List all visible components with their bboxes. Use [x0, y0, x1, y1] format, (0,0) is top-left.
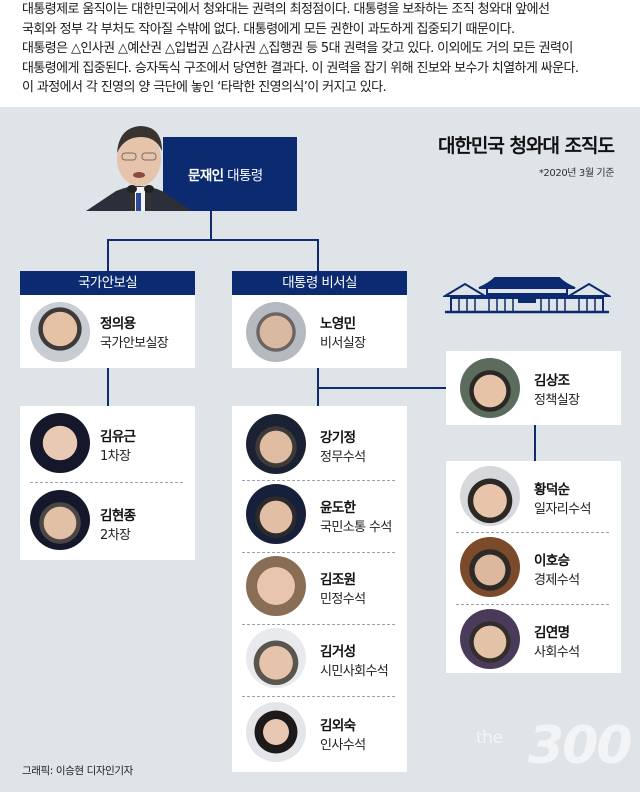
person-role: 시민사회수석 — [320, 664, 389, 679]
connector-line — [534, 425, 536, 461]
person-row: 윤도한 국민소통 수석 — [232, 478, 407, 550]
person-role: 정무수석 — [320, 450, 366, 465]
person-portrait-icon — [460, 609, 520, 669]
person-portrait-icon — [246, 302, 306, 362]
person-role: 정책실장 — [534, 393, 580, 408]
person-row: 김연명 사회수석 — [446, 603, 621, 675]
person-role: 비서실장 — [320, 336, 366, 351]
row-divider — [456, 604, 609, 605]
person-role: 일자리수석 — [534, 502, 591, 517]
intro-line: 국회와 정부 각 부처도 작아질 수밖에 없다. 대통령에게 모든 권한이 과도… — [22, 21, 515, 37]
the300-logo: the 300 — [466, 716, 636, 792]
person-portrait-icon — [30, 302, 90, 362]
person-name: 김현종 — [100, 508, 136, 524]
person-row: 김유근 1차장 — [20, 406, 195, 478]
dept-head-card-policy: 김상조 정책실장 — [446, 351, 621, 425]
person-row: 노영민 비서실장 — [232, 295, 407, 367]
person-row: 김상조 정책실장 — [446, 351, 621, 423]
person-name: 노영민 — [320, 316, 356, 332]
person-row: 김조원 민정수석 — [232, 550, 407, 622]
dept-head-card-chief-of-staff: 노영민 비서실장 — [232, 295, 407, 368]
person-role: 2차장 — [100, 528, 131, 543]
chart-title: 대한민국 청와대 조직도 — [437, 135, 615, 157]
connector-line — [107, 239, 319, 241]
person-role: 국가안보실장 — [100, 336, 169, 351]
intro-line: 이 과정에서 각 진영의 양 극단에 놓인 ‘타락한 진영의식’이 커지고 있다… — [22, 80, 387, 96]
members-card-policy: 황덕순 일자리수석 이호승 경제수석 김연명 사회수석 — [446, 461, 621, 673]
connector-line — [107, 239, 109, 272]
chart-note: *2020년 3월 기준 — [538, 168, 615, 179]
president-label: 문재인 대통령 — [188, 164, 263, 184]
row-divider — [242, 552, 395, 553]
row-divider — [242, 624, 395, 625]
person-role: 국민소통 수석 — [320, 520, 392, 535]
logo-300: 300 — [528, 716, 633, 776]
connector-line — [317, 239, 319, 272]
person-portrait-icon — [246, 414, 306, 474]
person-name: 황덕순 — [534, 482, 570, 498]
person-name: 김유근 — [100, 429, 136, 445]
person-row: 정의용 국가안보실장 — [20, 295, 195, 367]
person-name: 김연명 — [534, 625, 570, 641]
blue-house-palace-icon — [441, 274, 613, 314]
row-divider — [456, 532, 609, 533]
person-row: 김거성 시민사회수석 — [232, 622, 407, 694]
person-row: 김현종 2차장 — [20, 484, 195, 556]
person-portrait-icon — [30, 490, 90, 550]
president-title: 대통령 — [227, 168, 263, 184]
intro-line: 대통령에게 집중된다. 승자독식 구조에서 당연한 결과다. 이 권력을 잡기 … — [22, 60, 579, 76]
person-row: 강기정 정무수석 — [232, 406, 407, 478]
person-name: 정의용 — [100, 316, 136, 332]
dept-header-chief-of-staff: 대통령 비서실 — [232, 271, 407, 295]
person-name: 윤도한 — [320, 500, 356, 516]
person-name: 김거성 — [320, 644, 356, 660]
person-portrait-icon — [246, 484, 306, 544]
members-card-chief-of-staff: 강기정 정무수석 윤도한 국민소통 수석 김조원 민정수석 김거성 시민사회수석… — [232, 406, 407, 772]
members-card-national-security: 김유근 1차장 김현종 2차장 — [20, 406, 195, 560]
row-divider — [242, 696, 395, 697]
person-role: 사회수석 — [534, 645, 580, 660]
connector-line — [107, 368, 109, 406]
person-name: 김조원 — [320, 572, 356, 588]
person-portrait-icon — [460, 537, 520, 597]
person-name: 이호승 — [534, 553, 570, 569]
person-role: 민정수석 — [320, 592, 366, 607]
intro-line: 대통령제로 움직이는 대한민국에서 청와대는 권력의 최정점이다. 대통령을 보… — [22, 2, 550, 17]
person-portrait-icon — [460, 358, 520, 418]
dept-header-national-security: 국가안보실 — [20, 271, 195, 295]
intro-paragraph: 대통령제로 움직이는 대한민국에서 청와대는 권력의 최정점이다. 대통령을 보… — [22, 0, 632, 98]
person-portrait-icon — [246, 556, 306, 616]
president-name: 문재인 — [188, 168, 224, 184]
connector-line — [210, 210, 212, 241]
person-row: 이호승 경제수석 — [446, 532, 621, 604]
dept-head-card-national-security: 정의용 국가안보실장 — [20, 295, 195, 368]
intro-line: 대통령은 △인사권 △예산권 △입법권 △감사권 △집행권 등 5대 권력을 갖… — [22, 41, 573, 57]
person-portrait-icon — [30, 413, 90, 473]
logo-the: the — [476, 728, 503, 748]
person-name: 김외숙 — [320, 718, 356, 734]
row-divider — [30, 482, 183, 483]
person-role: 인사수석 — [320, 738, 366, 753]
person-name: 김상조 — [534, 373, 570, 389]
graphic-credit: 그래픽: 이승현 디자인기자 — [22, 765, 133, 777]
person-portrait-icon — [460, 466, 520, 526]
person-row: 김외숙 인사수석 — [232, 694, 407, 766]
person-name: 강기정 — [320, 430, 356, 446]
connector-line — [317, 387, 447, 389]
president-portrait-icon — [86, 121, 192, 211]
row-divider — [242, 480, 395, 481]
person-role: 1차장 — [100, 449, 131, 464]
president-box — [163, 137, 297, 211]
person-portrait-icon — [246, 628, 306, 688]
person-portrait-icon — [246, 702, 306, 762]
person-role: 경제수석 — [534, 573, 580, 588]
person-row: 황덕순 일자리수석 — [446, 461, 621, 533]
